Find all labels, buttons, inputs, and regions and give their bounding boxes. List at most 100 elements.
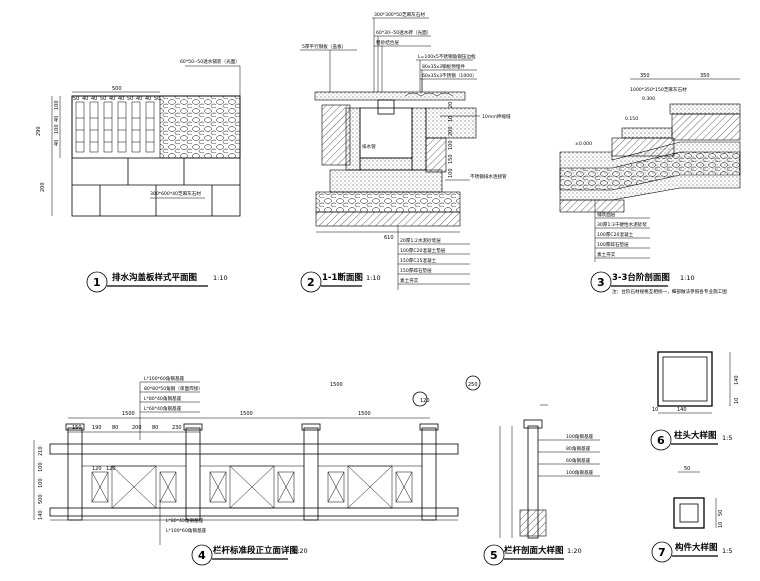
- d4-title: 栏杆标准段正立面详图: [213, 545, 298, 556]
- d4-dim-inner: 120: [92, 466, 102, 472]
- d4-brace: [91, 471, 109, 503]
- d4-number: 4: [198, 549, 206, 562]
- d6-dim-10-b: 10: [734, 398, 740, 404]
- d4-panel: [229, 465, 275, 509]
- d1-label-stone: 300*600*40芝麻灰石材: [150, 190, 201, 197]
- d2-dim-right: 10: [448, 116, 454, 122]
- drawing-3-step-section: 350 350 1000*350*150芝麻灰石材 0.300 ±0.000 0…: [559, 73, 741, 295]
- d4-top-note: L*60*40角钢基座: [144, 405, 182, 412]
- d7-dim-50-b: 50: [718, 510, 724, 516]
- d4-post-cap: [301, 423, 321, 431]
- d1-dim-top: 40: [145, 96, 151, 102]
- d3-layer-note: 100厚C20混凝土: [597, 231, 634, 238]
- d5-scale: 1:20: [567, 547, 582, 555]
- d4-label-bottom-2: L*100*60角钢基座: [166, 527, 207, 534]
- d1-dim-left: 100: [54, 124, 60, 134]
- d2-label-joint: 10mm伸缩缝: [482, 113, 511, 120]
- drawing-2-section: 610 300*300*50芝麻灰石材60*30--50透水砖（光面）粗砂结合层…: [300, 11, 511, 293]
- d4-side-panel: [277, 471, 295, 503]
- d1-dim-top: 50: [73, 96, 79, 102]
- d6-dim-140-b: 140: [734, 375, 740, 385]
- d2-bottom-note: 100厚C20混凝土垫层: [400, 247, 446, 254]
- d4-dim-bay: 1500: [122, 411, 135, 417]
- d4-post-cap: [419, 423, 439, 431]
- d1-dim-top: 50: [154, 96, 160, 102]
- d4-top-note: 80*80*50角钢（单面焊接）: [144, 385, 203, 392]
- d1-dim-left: 40: [54, 116, 60, 122]
- d4-dim-side: 140: [38, 510, 44, 520]
- d4-brace: [209, 471, 227, 503]
- d4-post: [421, 427, 437, 521]
- d1-slot: [117, 101, 127, 153]
- d1-label-500: 500: [112, 86, 122, 92]
- d4-dim-side: 100: [38, 478, 44, 488]
- d1-dim-left: 100: [54, 100, 60, 110]
- d3-dim-350-b: 350: [700, 73, 710, 79]
- d3-elev-0150: 0.150: [625, 116, 638, 122]
- d4-dim-sub: 150: [72, 425, 82, 431]
- d1-number-circle: [86, 271, 108, 293]
- d4-dim-sub: 200: [132, 425, 142, 431]
- d5-note: 60角钢基座: [566, 457, 591, 464]
- d3-number-circle: [590, 271, 612, 293]
- d6-title: 柱头大样图: [674, 430, 717, 441]
- d6-dim-140-a: 140: [677, 407, 687, 413]
- d4-panel: [111, 465, 157, 509]
- d4-brace: [327, 471, 345, 503]
- d2-top-note: 60*30--50透水砖（光面）: [376, 29, 431, 36]
- d1-dim-top: 40: [109, 96, 115, 102]
- d4-number-circle: [191, 544, 213, 566]
- d5-note: 80角钢基座: [566, 445, 591, 452]
- d4-brace: [277, 471, 295, 503]
- drawing-6-post-cap: 140 10 140 10 6 柱头大样图 1:5: [650, 351, 740, 451]
- d1-number: 1: [93, 276, 101, 289]
- d3-layer-note: 铺装面层: [597, 211, 616, 218]
- d1-dim-top: 40: [118, 96, 124, 102]
- d4-side-panel: [209, 471, 227, 503]
- d2-dim-right: 100: [448, 168, 454, 178]
- d7-title: 构件大样图: [675, 542, 718, 553]
- d2-dim-right: 20: [448, 102, 454, 108]
- d3-label-stone: 1000*350*150芝麻灰石材: [630, 86, 687, 93]
- d2-number: 2: [307, 276, 315, 289]
- d4-dim-sub: 190: [92, 425, 102, 431]
- d2-dim-right: 200: [448, 126, 454, 136]
- d4-brace: [347, 465, 393, 509]
- d1-title: 排水沟盖板样式平面图: [112, 272, 197, 283]
- d2-dim-right: 150: [448, 154, 454, 164]
- d6-scale: 1:5: [722, 434, 732, 442]
- d1-dim-top: 40: [136, 96, 142, 102]
- d4-dim-side: 210: [38, 446, 44, 456]
- d4-brace: [159, 471, 177, 503]
- d1-scale: 1:10: [213, 274, 228, 282]
- d4-callout-a: [412, 391, 428, 407]
- d2-bottom-note: 素土夯实: [400, 277, 419, 284]
- d5-note: 100角钢基座: [566, 469, 594, 476]
- d3-layer-note: 30厚1:3干硬性水泥砂浆: [597, 221, 647, 228]
- d4-dim-side: 500: [38, 494, 44, 504]
- d2-title: 1-1断面图: [322, 272, 363, 283]
- d4-side-panel: [91, 471, 109, 503]
- d1-dim-top: 50: [100, 96, 106, 102]
- d4-post: [185, 427, 201, 521]
- d7-dim-10: 10: [718, 522, 724, 528]
- d1-dim-top: 50: [127, 96, 133, 102]
- d2-top-note: 60x35x3不锈钢（1000）: [422, 72, 477, 79]
- d4-brace: [111, 465, 157, 509]
- d3-layer-note: 100厚碎石垫层: [597, 241, 629, 248]
- d2-bottom-note: 150厚碎石垫层: [400, 267, 432, 274]
- d2-dim-610: 610: [384, 235, 394, 241]
- d6-number-circle: [650, 429, 672, 451]
- d4-callout-num: 250: [468, 382, 478, 388]
- d3-title: 3-3台阶剖面图: [612, 272, 670, 283]
- d4-dim-sub: 80: [152, 425, 158, 431]
- d2-label-pipe: 排水管: [362, 143, 376, 150]
- d4-callout-b: [465, 375, 481, 391]
- d3-scale: 1:10: [680, 274, 695, 282]
- d6-dim-10-a: 10: [652, 407, 658, 413]
- d1-dim-200: 200: [40, 182, 46, 192]
- d4-post-cap: [183, 423, 203, 431]
